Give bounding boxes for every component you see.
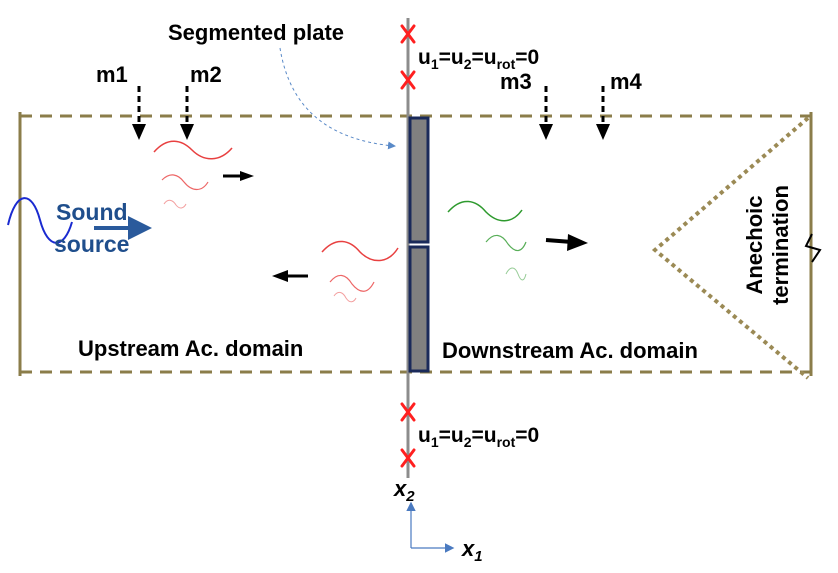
m1-arrowhead-icon: [132, 124, 146, 140]
x2-axis-letter: x: [393, 476, 407, 501]
upstream-domain-label: Upstream Ac. domain: [78, 336, 303, 361]
anechoic-wedge: [651, 116, 810, 380]
bc-bottom-eq3: =0: [515, 424, 539, 447]
plate-segment-lower: [408, 245, 430, 373]
anechoic-termination-label: Anechoic termination: [742, 185, 793, 305]
termination-label: termination: [768, 185, 793, 305]
m3-label: m3: [500, 69, 532, 94]
reflected-wave-1: [321, 240, 399, 262]
x1-axis-label: x1: [461, 536, 483, 565]
transmitted-wave-2: [485, 234, 527, 252]
m1-label: m1: [96, 62, 128, 87]
x2-axis-subscript: 2: [405, 488, 415, 505]
incident-arrowhead-icon: [240, 171, 254, 181]
reflected-waves: [321, 240, 399, 303]
duct: [18, 112, 813, 376]
m2-arrowhead-icon: [180, 124, 194, 140]
anechoic-label: Anechoic: [742, 195, 767, 294]
downstream-domain-label: Downstream Ac. domain: [442, 338, 698, 363]
transmitted-waves: [447, 200, 527, 281]
m4-arrowhead-icon: [596, 124, 610, 140]
termination-mark-icon: [804, 233, 822, 263]
segmented-plate-label: Segmented plate: [168, 20, 344, 45]
cross-icon: [400, 402, 416, 422]
bottom-boundary-condition: u1=u2=urot=0: [418, 424, 539, 450]
sound-label: Sound: [56, 199, 128, 225]
transmitted-arrowhead-icon: [567, 234, 588, 251]
x1-axis-letter: x: [461, 536, 475, 561]
bc-top-eq3: =0: [515, 46, 539, 69]
sound-source-arrowhead-icon: [128, 216, 152, 240]
reflected-arrowhead-icon: [272, 270, 288, 282]
reflected-wave-3: [333, 291, 357, 303]
cross-icon: [400, 448, 416, 468]
m2-label: m2: [190, 62, 222, 87]
reflected-wave-2: [329, 274, 375, 292]
x2-axis-label: x2: [393, 476, 415, 505]
plate-segment-upper: [408, 116, 430, 244]
cross-icon: [400, 70, 416, 90]
m3-arrowhead-icon: [539, 124, 553, 140]
transmitted-wave-1: [447, 200, 523, 222]
bc-bottom-sub2: 2: [464, 434, 472, 450]
cross-icon: [400, 24, 416, 44]
transmitted-wave-3: [505, 267, 527, 281]
microphone-arrows: [132, 86, 610, 140]
bc-bottom-eq2: =u: [472, 424, 497, 447]
x1-axis-subscript: 1: [474, 548, 482, 565]
bc-top-sub3: rot: [497, 56, 516, 72]
bc-top-u: u: [418, 46, 431, 69]
bc-bottom-sub1: 1: [431, 434, 439, 450]
m4-label: m4: [610, 69, 643, 94]
incident-wave-1: [153, 140, 233, 160]
plate-pointer-line: [279, 47, 396, 150]
bc-bottom-eq1: =u: [439, 424, 464, 447]
bc-bottom-u: u: [418, 424, 431, 447]
top-boundary-condition: u1=u2=urot=0: [418, 46, 539, 72]
bc-top-eq1: =u: [439, 46, 464, 69]
sound-source-wave: [7, 197, 73, 244]
bc-top-sub1: 1: [431, 56, 439, 72]
boundary-crosses: [400, 24, 416, 468]
bc-top-eq2: =u: [472, 46, 497, 69]
source-label: source: [54, 231, 129, 257]
incident-waves: [153, 140, 233, 209]
incident-wave-2: [161, 174, 209, 191]
incident-wave-3: [163, 199, 187, 209]
bc-top-sub2: 2: [464, 56, 472, 72]
bc-bottom-sub3: rot: [497, 434, 516, 450]
